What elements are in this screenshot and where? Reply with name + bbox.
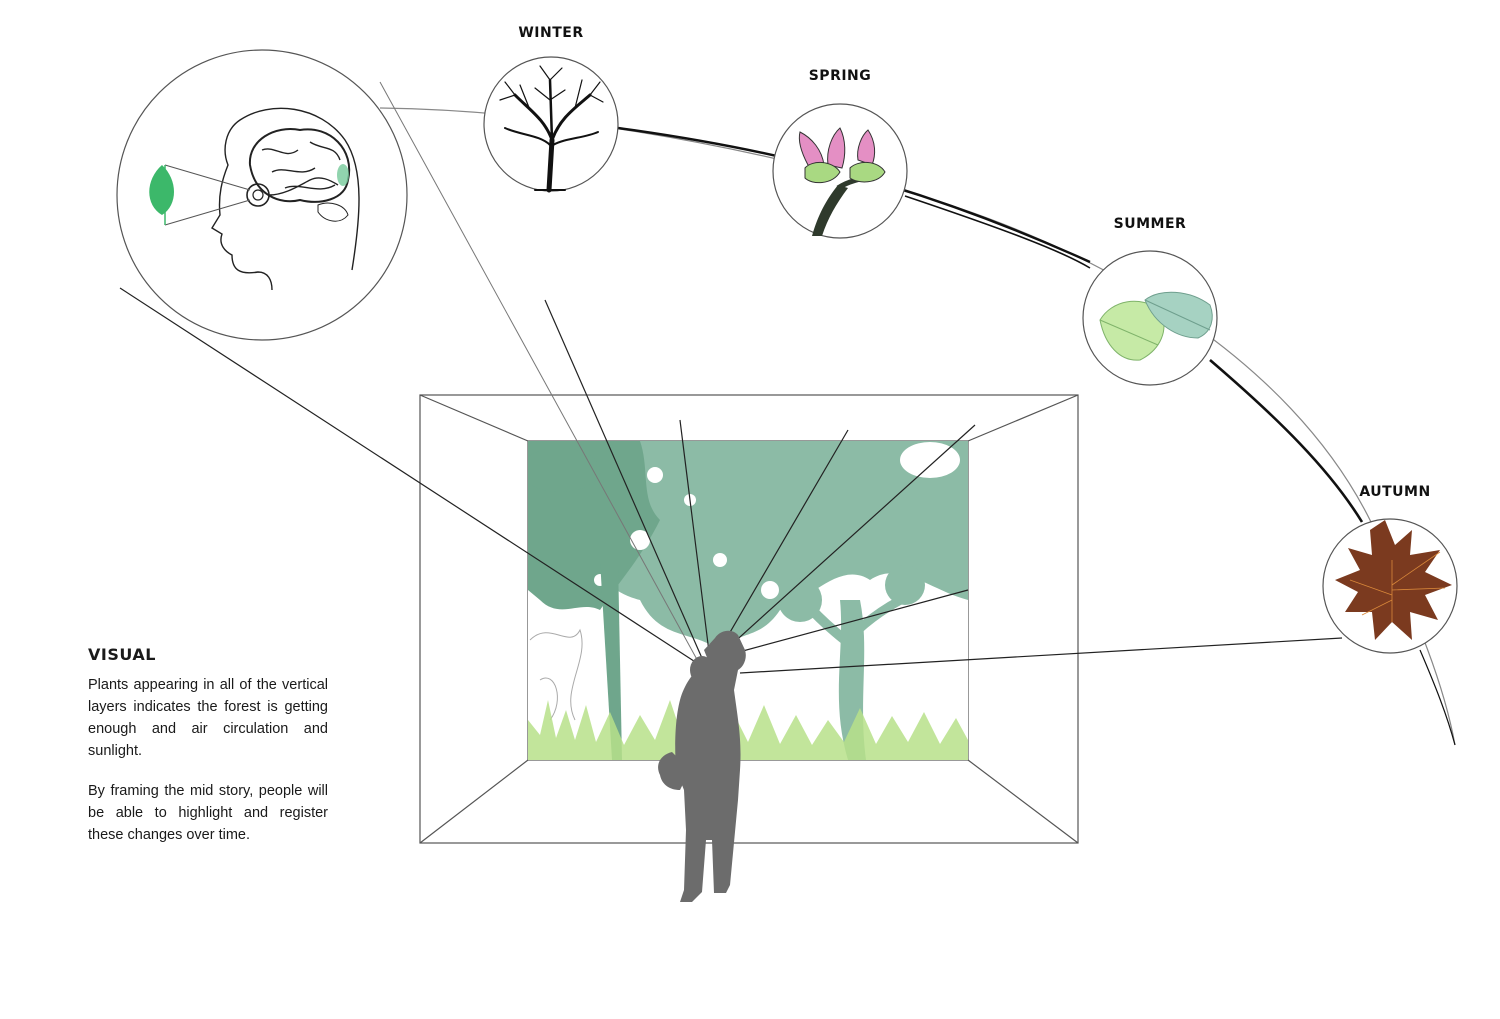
visual-heading: VISUAL	[88, 645, 156, 664]
bare-tree-icon	[499, 65, 604, 193]
autumn-season: AUTUMN	[1322, 484, 1458, 654]
visual-paragraph-2: By framing the mid story, people will be…	[88, 783, 328, 843]
spring-label: SPRING	[809, 68, 872, 84]
summer-label: SUMMER	[1114, 216, 1187, 232]
autumn-label: AUTUMN	[1359, 484, 1430, 500]
winter-label: WINTER	[518, 25, 583, 41]
leaves-icon	[1099, 291, 1213, 361]
summer-season: SUMMER	[1082, 216, 1218, 386]
visual-paragraph-1: Plants appearing in all of the vertical …	[88, 677, 328, 759]
sight-lines	[119, 81, 1343, 674]
brain-vision-circle	[116, 49, 408, 341]
visual-description: VISUAL Plants appearing in all of the ve…	[88, 645, 328, 864]
photographer-silhouette-icon	[658, 630, 746, 902]
leaf-icon	[149, 164, 251, 226]
flower-bud-icon	[798, 127, 886, 236]
spring-season: SPRING	[772, 68, 908, 239]
forest-mural	[528, 441, 968, 760]
maple-leaf-icon	[1335, 520, 1452, 640]
winter-season: WINTER	[483, 25, 619, 193]
